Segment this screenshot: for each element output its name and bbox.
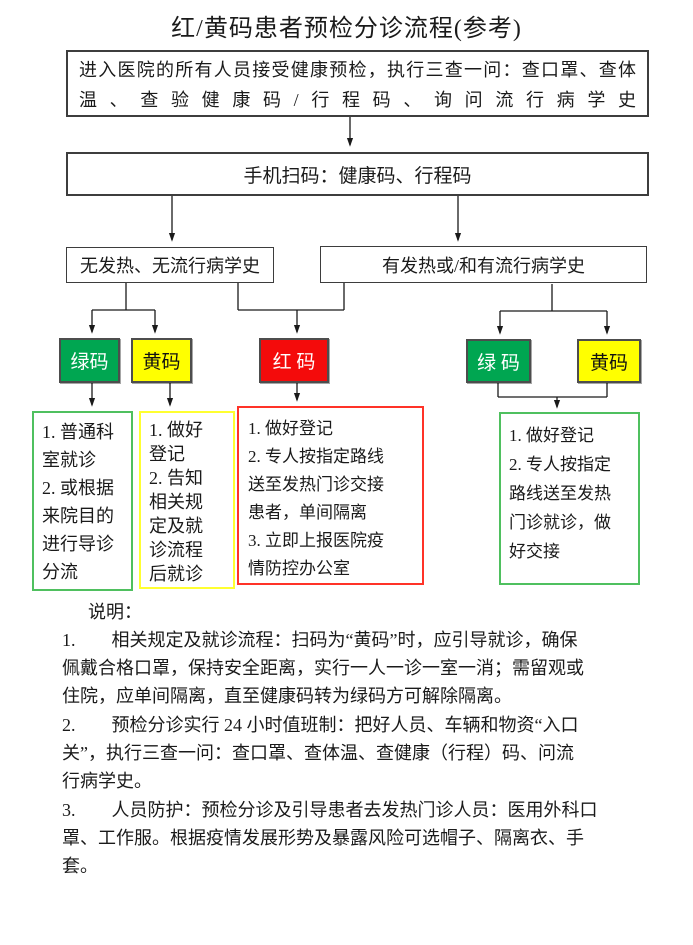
outcome-red-box: 1. 做好登记 2. 专人按指定路线 送至发热门诊交接 患者，单间隔离 3. 立…: [237, 406, 424, 585]
note-item-3: 3. 人员防护：预检分诊及引导患者去发热门诊人员：医用外科口 罩、工作服。根据疫…: [62, 800, 598, 876]
connector-middle-merge: [237, 281, 345, 311]
notes-heading: 说明：: [88, 602, 142, 622]
flowchart-title: 红/黄码患者预检分诊流程(参考): [171, 16, 522, 42]
green-code-badge-left: 绿码: [59, 338, 120, 383]
yellow-code-badge-right: 黄码: [577, 339, 641, 383]
phone-scan-box: 手机扫码：健康码、行程码: [66, 152, 649, 196]
green-code-badge-right: 绿 码: [466, 339, 531, 383]
outcome-green-left-box: 1. 普通科 室就诊 2. 或根据 来院目的 进行导诊 分流: [32, 411, 133, 591]
outcome-yellow-left-box: 1. 做好 登记 2. 告知 相关规 定及就 诊流程 后就诊: [139, 411, 235, 589]
note-item-2: 2. 预检分诊实行 24 小时值班制：把好人员、车辆和物资“入口 关”，执行三查…: [62, 715, 579, 791]
connector-right-merge: [497, 383, 608, 398]
outcome-green-right-box: 1. 做好登记 2. 专人按指定 路线送至发热 门诊就诊，做 好交接: [499, 412, 640, 585]
entry-screening-box: 进入医院的所有人员接受健康预检，执行三查一问：查口罩、查体 温、查验健康码/行程…: [66, 50, 649, 117]
yellow-code-badge-left: 黄码: [131, 338, 192, 383]
condition-fever-box: 有发热或/和有流行病学史: [320, 246, 647, 283]
condition-no-fever-box: 无发热、无流行病学史: [66, 247, 274, 283]
connector-right-split: [500, 284, 607, 312]
connector-left-split: [92, 283, 155, 311]
red-code-badge: 红 码: [259, 338, 329, 383]
note-item-1: 1. 相关规定及就诊流程：扫码为“黄码”时，应引导就诊，确保 佩戴合格口罩，保持…: [62, 630, 584, 706]
